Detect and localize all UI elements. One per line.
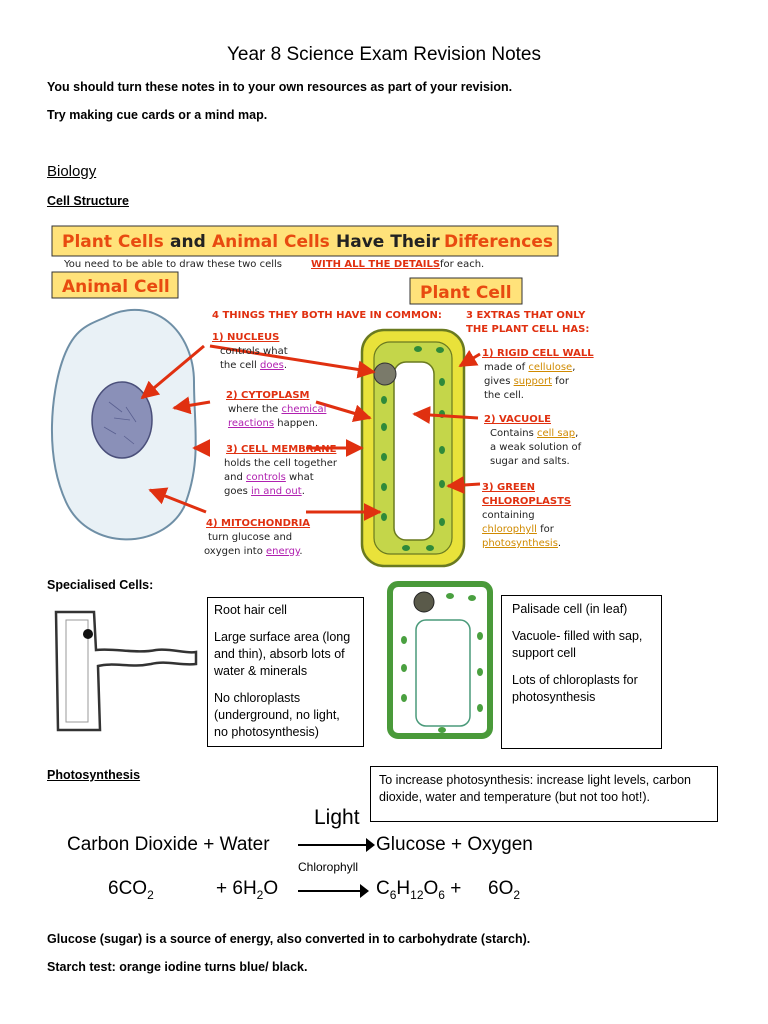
membrane-title: 3) CELL MEMBRANE bbox=[226, 444, 337, 455]
cytoplasm-title: 2) CYTOPLASM bbox=[226, 390, 310, 401]
banner-animal-cells: Animal Cells bbox=[212, 232, 330, 252]
vacuole-line-2: a weak solution of bbox=[490, 442, 582, 453]
svg-text:reactions happen.: reactions happen. bbox=[228, 418, 318, 429]
root-hair-cell-drawing bbox=[54, 610, 198, 732]
root-hair-title: Root hair cell bbox=[214, 603, 287, 617]
nucleus-line-1: controls what bbox=[220, 346, 288, 357]
chloroplast-line-1: containing bbox=[482, 510, 535, 521]
subtitle-emphasis: WITH ALL THE DETAILS bbox=[311, 259, 440, 270]
light-label: Light bbox=[314, 806, 360, 829]
animal-nucleus bbox=[91, 381, 153, 459]
chloroplasts bbox=[381, 346, 445, 551]
vacuole-title: 2) VACUOLE bbox=[484, 414, 551, 425]
section-heading: Biology bbox=[47, 163, 97, 180]
plant-cell-label: Plant Cell bbox=[420, 283, 512, 303]
mitochondria-title: 4) MITOCHONDRIA bbox=[206, 518, 310, 529]
animal-cell-label: Animal Cell bbox=[62, 277, 170, 297]
chlorophyll-label: Chlorophyll bbox=[298, 860, 359, 874]
svg-text:chlorophyll for: chlorophyll for bbox=[482, 524, 555, 535]
plant-label-box bbox=[409, 277, 523, 305]
symbol-o2: 6O2 bbox=[488, 878, 521, 902]
banner-have-their: Have Their bbox=[336, 232, 440, 252]
equation-reactants: Carbon Dioxide + Water bbox=[67, 834, 270, 855]
specialised-heading: Specialised Cells: bbox=[47, 578, 154, 592]
palisade-title: Palisade cell (in leaf) bbox=[512, 602, 628, 616]
footer-line-1: Glucose (sugar) is a source of energy, a… bbox=[47, 932, 531, 946]
svg-text:goes in and out.: goes in and out. bbox=[224, 486, 305, 497]
banner-differences: Differences bbox=[444, 232, 553, 252]
palisade-cell-drawing bbox=[387, 581, 493, 739]
mitochondria-line-1: turn glucose and bbox=[208, 532, 292, 543]
vacuole-line-3: sugar and salts. bbox=[490, 456, 570, 467]
cell-wall-title: 1) RIGID CELL WALL bbox=[482, 348, 594, 359]
svg-text:Contains cell sap,: Contains cell sap, bbox=[490, 428, 578, 439]
svg-text:gives support for: gives support for bbox=[484, 376, 570, 387]
root-hair-point-2: No chloroplasts (underground, no light, … bbox=[214, 691, 340, 739]
cell-structure-heading: Cell Structure bbox=[47, 194, 129, 208]
subtitle-start: You need to be able to draw these two ce… bbox=[63, 259, 282, 270]
symbol-glucose: C6H12O6 + bbox=[376, 878, 462, 902]
svg-text:photosynthesis.: photosynthesis. bbox=[482, 538, 561, 549]
nucleus-title: 1) NUCLEUS bbox=[212, 332, 279, 343]
palisade-info-box: Palisade cell (in leaf) Vacuole- filled … bbox=[501, 595, 662, 749]
increase-photosynthesis-box: To increase photosynthesis: increase lig… bbox=[370, 766, 718, 822]
photosynthesis-heading: Photosynthesis bbox=[47, 768, 141, 782]
symbol-h2o: + 6H2O bbox=[216, 878, 279, 902]
cell-wall-line-3: the cell. bbox=[484, 390, 524, 401]
footer-line-2: Starch test: orange iodine turns blue/ b… bbox=[47, 960, 308, 974]
common-heading: 4 THINGS THEY BOTH HAVE IN COMMON: bbox=[212, 310, 442, 321]
svg-text:the cell does.: the cell does. bbox=[220, 360, 287, 371]
intro-line-1: You should turn these notes in to your o… bbox=[47, 80, 513, 94]
equation-arrow-line bbox=[298, 844, 370, 846]
root-hair-point-1: Large surface area (long and thin), abso… bbox=[214, 630, 351, 678]
extras-heading-1: 3 EXTRAS THAT ONLY bbox=[466, 310, 586, 321]
animal-label-box bbox=[51, 271, 179, 299]
root-hair-info-box: Root hair cell Large surface area (long … bbox=[207, 597, 364, 747]
svg-text:made of cellulose,: made of cellulose, bbox=[484, 362, 575, 373]
arrows bbox=[140, 344, 481, 521]
intro-line-2: Try making cue cards or a mind map. bbox=[47, 108, 268, 122]
banner-and: and bbox=[170, 232, 206, 252]
chloroplast-title-1: 3) GREEN bbox=[482, 482, 535, 493]
equation-arrow-head bbox=[366, 838, 375, 852]
plant-nucleus bbox=[373, 362, 397, 386]
chloroplast-title-2: CHLOROPLASTS bbox=[482, 496, 571, 507]
extras-heading-2: THE PLANT CELL HAS: bbox=[466, 324, 589, 335]
cells-poster: Plant Cells and Animal Cells Have Their … bbox=[50, 225, 594, 568]
svg-text:oxygen into energy.: oxygen into energy. bbox=[204, 546, 303, 557]
palisade-point-2: Lots of chloroplasts for photosynthesis bbox=[512, 673, 638, 704]
page-title: Year 8 Science Exam Revision Notes bbox=[226, 44, 541, 65]
title-banner bbox=[51, 225, 559, 257]
plant-vacuole bbox=[393, 361, 435, 541]
membrane-line-1: holds the cell together bbox=[224, 458, 338, 469]
banner-plant-cells: Plant Cells bbox=[62, 232, 164, 252]
palisade-point-1: Vacuole- filled with sap, support cell bbox=[512, 629, 643, 660]
equation-products: Glucose + Oxygen bbox=[376, 834, 533, 855]
svg-text:where the chemical: where the chemical bbox=[228, 404, 326, 415]
increase-photosynthesis-text: To increase photosynthesis: increase lig… bbox=[379, 773, 691, 804]
nucleus-texture bbox=[103, 401, 137, 445]
symbol-co2: 6CO2 bbox=[108, 878, 154, 902]
symbol-arrow-head bbox=[360, 884, 369, 898]
symbol-arrow-line bbox=[298, 890, 362, 892]
svg-text:and controls what: and controls what bbox=[224, 472, 314, 483]
subtitle-end: for each. bbox=[440, 259, 484, 270]
